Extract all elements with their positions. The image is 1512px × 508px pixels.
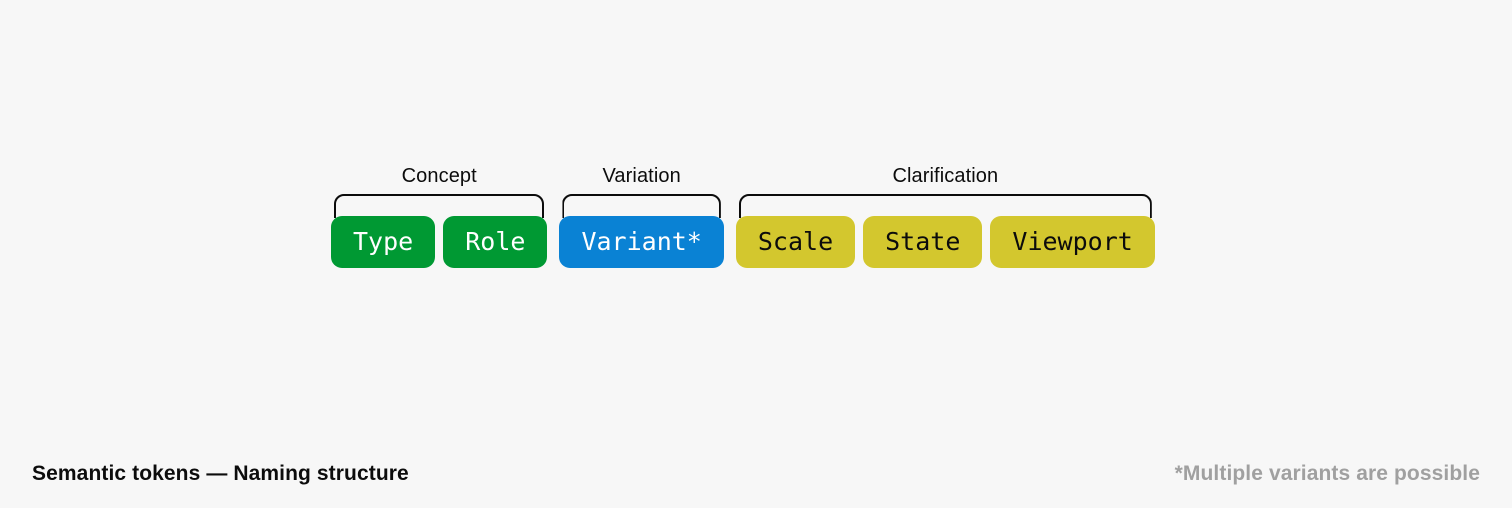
group-concept: Concept Type Role: [331, 164, 548, 268]
group-label-variation: Variation: [602, 165, 681, 187]
group-clarification: Clarification Scale State Viewport: [735, 164, 1155, 268]
group-label-clarification: Clarification: [892, 165, 999, 187]
bracket-concept: [334, 194, 544, 218]
token-chip-type[interactable]: Type: [331, 216, 436, 268]
token-chip-state[interactable]: State: [863, 216, 983, 268]
bracket-clarification: [739, 194, 1152, 218]
token-chip-role[interactable]: Role: [443, 216, 548, 268]
naming-structure-diagram: Concept Type Role Variation Variant* Cla…: [331, 164, 1155, 268]
group-variation: Variation Variant*: [559, 164, 724, 268]
token-chip-scale[interactable]: Scale: [735, 216, 856, 268]
chip-row-concept: Type Role: [331, 216, 548, 268]
chip-row-clarification: Scale State Viewport: [735, 216, 1155, 268]
group-label-concept: Concept: [401, 165, 477, 187]
page-title: Semantic tokens — Naming structure: [32, 462, 409, 485]
token-chip-viewport[interactable]: Viewport: [990, 216, 1155, 268]
bracket-variation: [562, 194, 720, 218]
chip-row-variation: Variant*: [559, 216, 724, 268]
token-chip-variant[interactable]: Variant*: [559, 216, 724, 268]
footer: Semantic tokens — Naming structure *Mult…: [0, 440, 1512, 508]
footnote-multiple-variants: *Multiple variants are possible: [1174, 462, 1480, 485]
